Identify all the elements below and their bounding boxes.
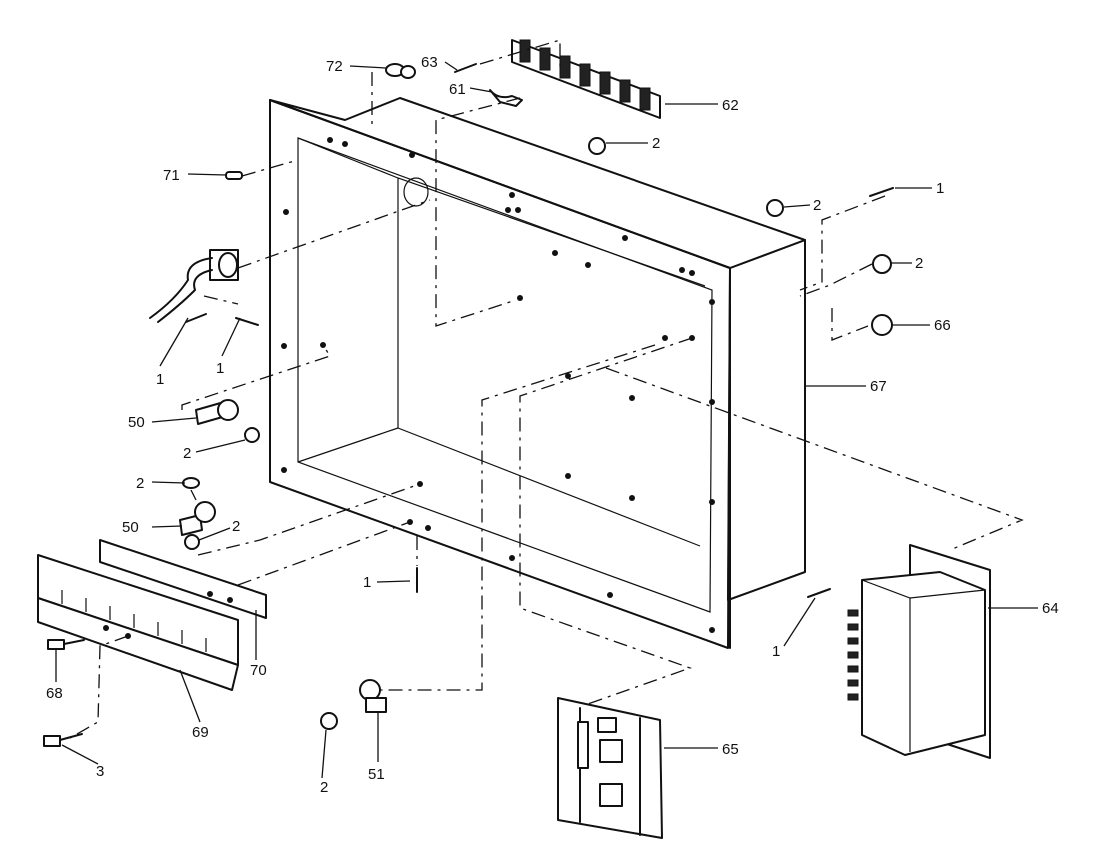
nut-2-clamp-lower — [184, 534, 200, 550]
cable-connector — [149, 249, 239, 323]
callout-2-clamp-51: 2 — [320, 779, 328, 796]
nut-2-right-b — [872, 254, 892, 274]
transformer-64 — [847, 544, 991, 759]
callout-2-right-b: 2 — [915, 255, 923, 272]
callout-61: 61 — [449, 81, 466, 98]
callout-51: 51 — [368, 766, 385, 783]
screw-63 — [454, 63, 477, 73]
callout-2-clamp-upper: 2 — [183, 445, 191, 462]
callout-68: 68 — [46, 685, 63, 702]
nut-66 — [871, 314, 893, 336]
screw-68 — [47, 639, 85, 650]
hinge-69 — [37, 554, 239, 691]
callout-63: 63 — [421, 54, 438, 71]
callout-67: 67 — [870, 378, 887, 395]
callout-69: 69 — [192, 724, 209, 741]
clip-61 — [489, 89, 523, 107]
callout-64: 64 — [1042, 600, 1059, 617]
callout-3: 3 — [96, 763, 104, 780]
callout-1-transformer: 1 — [772, 643, 780, 660]
nut-2-clamp-51 — [320, 712, 338, 730]
callout-1-left-b: 1 — [216, 360, 224, 377]
nut-2-clamp-upper — [244, 427, 260, 443]
callout-62: 62 — [722, 97, 739, 114]
callout-2-top: 2 — [652, 135, 660, 152]
clamp-50-lower — [179, 501, 216, 536]
leader-lines — [55, 61, 1038, 779]
screw-1-right — [869, 187, 894, 197]
washer-72 — [385, 63, 416, 79]
nut-2-top — [588, 137, 606, 155]
callout-50-upper: 50 — [128, 414, 145, 431]
callout-70: 70 — [250, 662, 267, 679]
callout-66: 66 — [934, 317, 951, 334]
callout-1-bottom: 1 — [363, 574, 371, 591]
assembly-lines — [69, 39, 1024, 739]
screw-1-transformer — [807, 588, 831, 598]
strip-70 — [99, 539, 267, 619]
callout-2-right-a: 2 — [813, 197, 821, 214]
circuit-board-65 — [557, 697, 663, 839]
callout-65: 65 — [722, 741, 739, 758]
nut-2-right-a — [766, 199, 784, 217]
washer-2-clamp-lower — [182, 477, 200, 489]
terminal-strip — [511, 39, 661, 119]
callout-71: 71 — [163, 167, 180, 184]
callout-1-right: 1 — [936, 180, 944, 197]
screw-3 — [43, 733, 83, 747]
callout-2-washer: 2 — [136, 475, 144, 492]
callout-2-clamp-lower: 2 — [232, 518, 240, 535]
callout-72: 72 — [326, 58, 343, 75]
clamp-51 — [359, 679, 387, 713]
pin-71 — [225, 171, 243, 180]
clamp-50-upper — [195, 399, 239, 425]
callout-50-lower: 50 — [122, 519, 139, 536]
callout-1-left-a: 1 — [156, 371, 164, 388]
enclosure-box — [269, 97, 806, 649]
callout-labels: 72 63 61 62 2 71 1 2 2 66 1 1 67 50 2 2 … — [46, 54, 1059, 796]
screw-1-left-a — [185, 313, 207, 323]
